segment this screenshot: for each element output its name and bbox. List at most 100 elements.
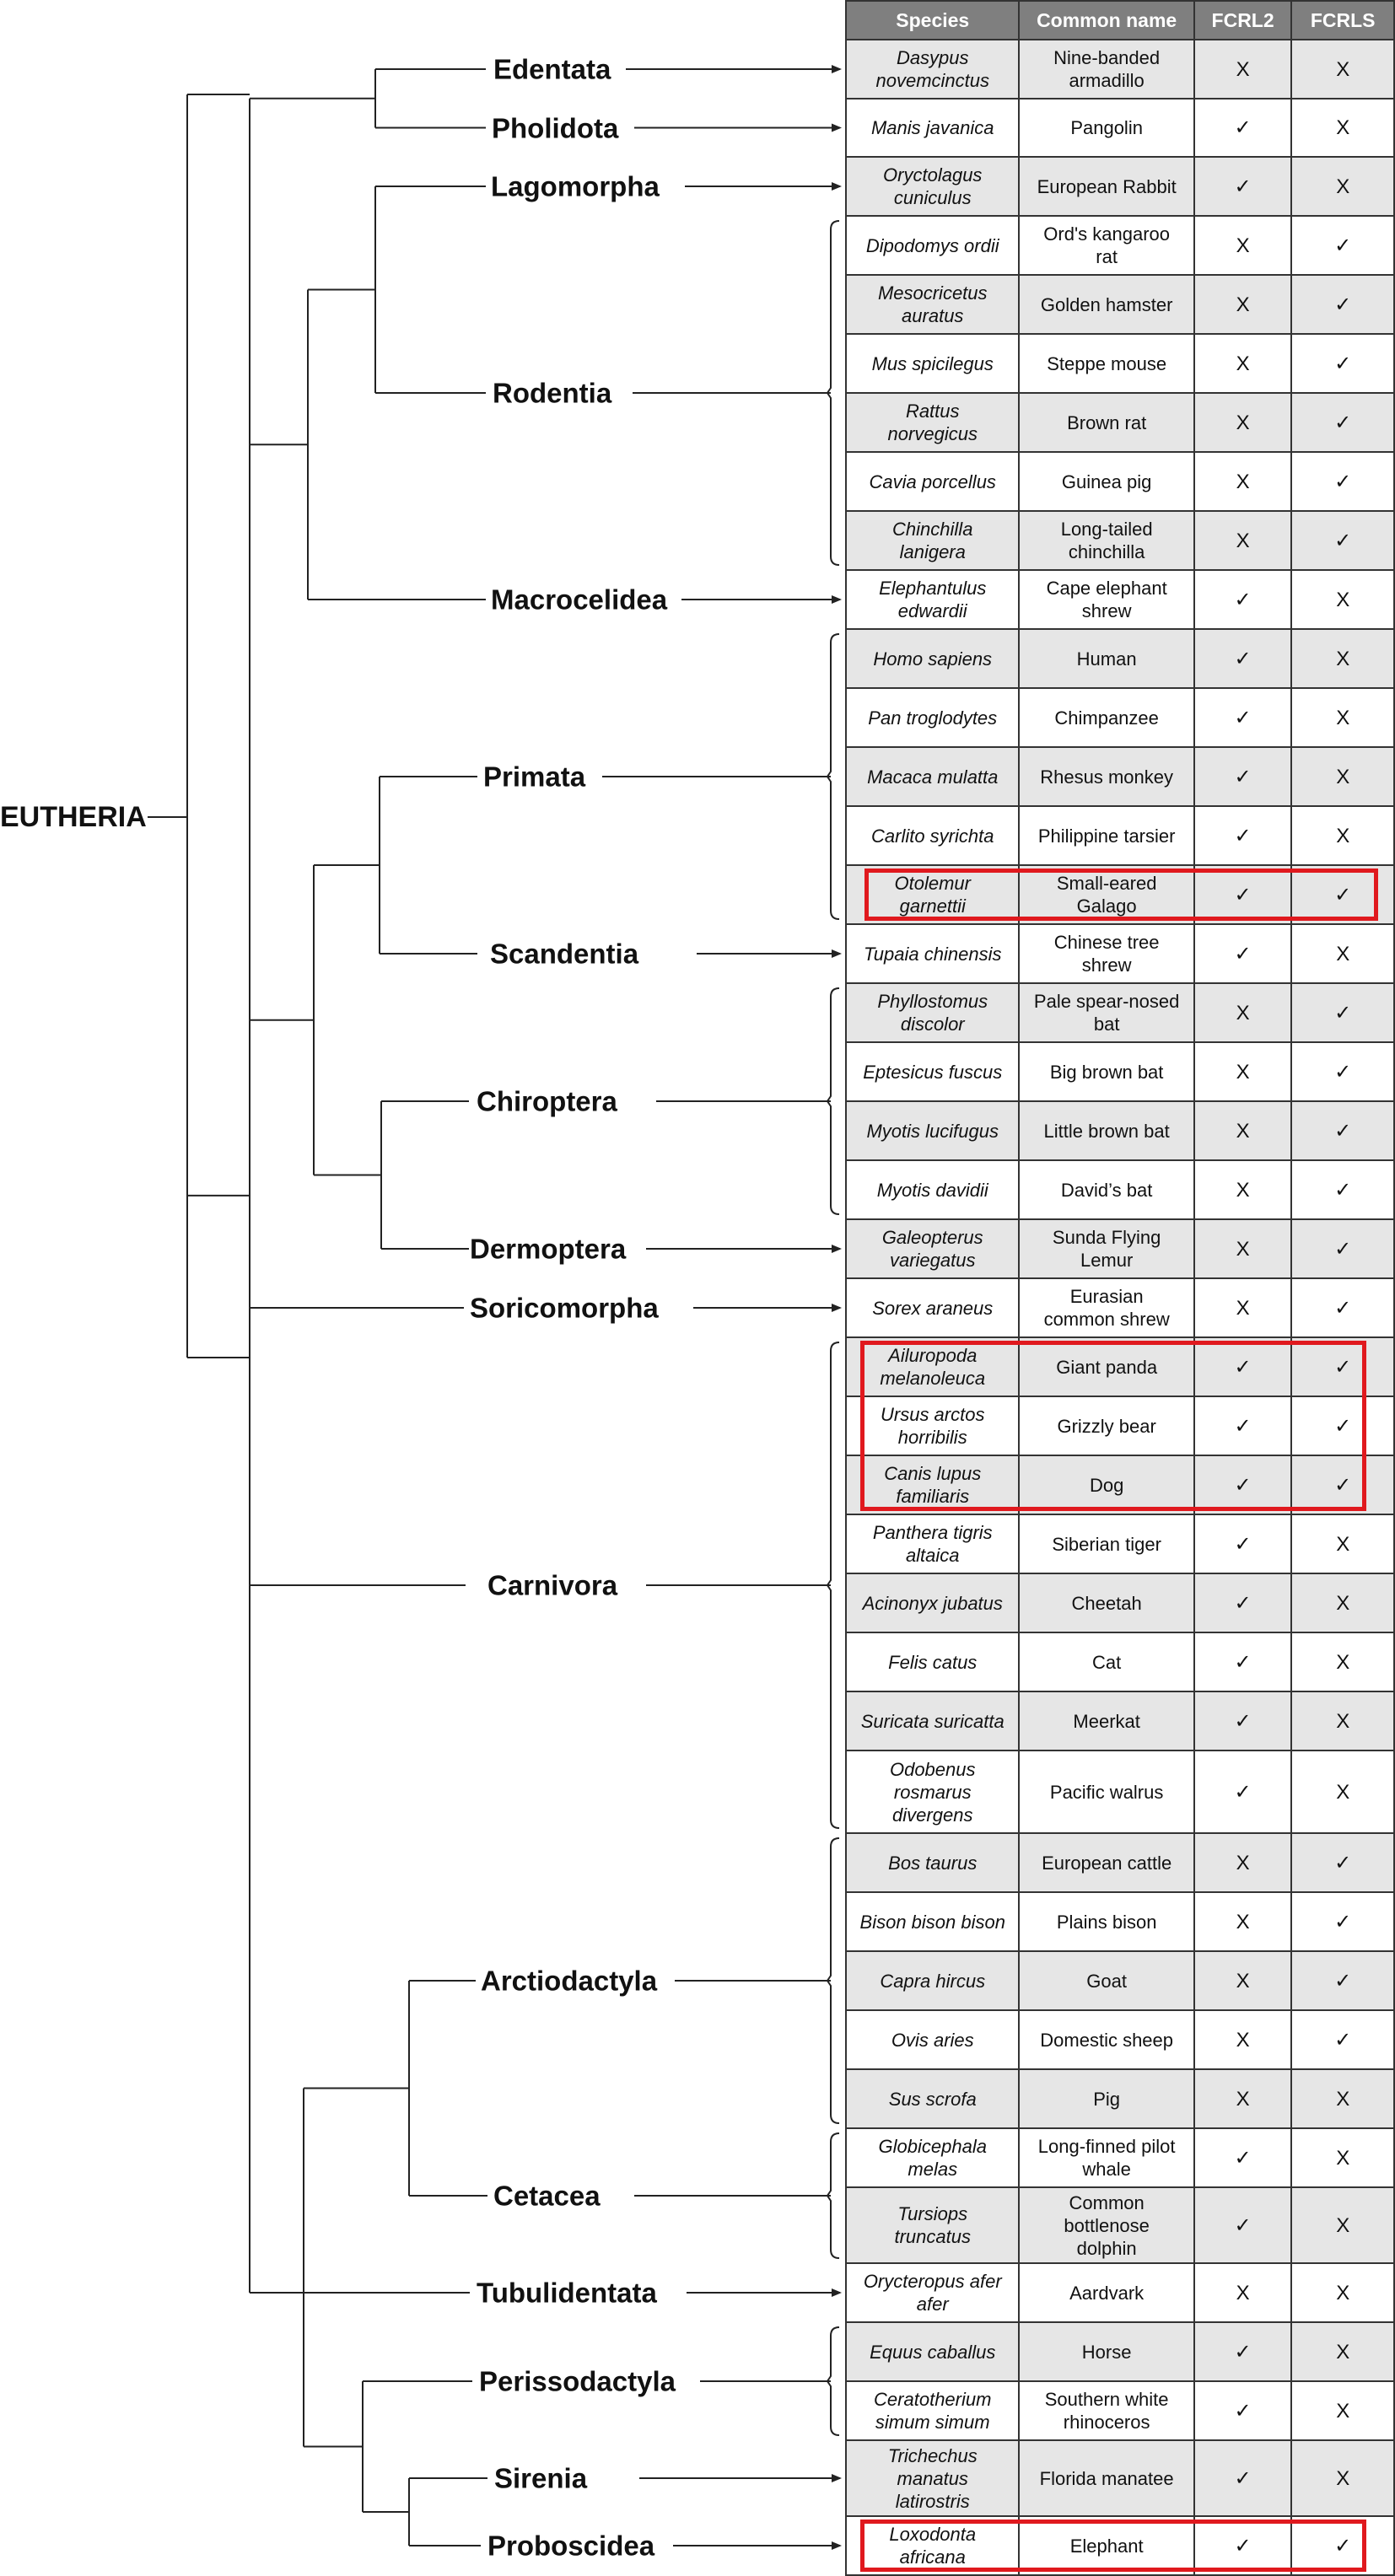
common-name-cell-line: Nine-banded [1053,47,1161,68]
fcrls-cell: X [1290,39,1395,99]
fcrls-cell: ✓ [1290,1396,1395,1456]
fcrls-cell: X [1290,2186,1395,2264]
species-cell-line: Galeopterus [881,1227,983,1248]
common-name-cell-line: Elephant [1069,2535,1144,2557]
order-label-dermoptera: Dermoptera [470,1233,627,1265]
fcrl2-cell: ✓ [1193,864,1293,925]
species-cell: Felis catus [844,1632,1021,1692]
fcrls-cell: X [1290,923,1395,984]
species-cell-line: Manis javanica [870,117,994,138]
species-cell: Mus spicilegus [844,333,1021,394]
fcrl2-cell: X [1193,392,1293,453]
fcrl2-cell: ✓ [1193,1514,1293,1574]
species-cell: Ovis aries [844,2009,1021,2070]
species-cell-line: Equus caballus [870,2341,996,2363]
common-name-cell-line: Big brown bat [1049,1061,1164,1083]
common-name-cell: Rhesus monkey [1018,746,1195,807]
common-name-cell: Chimpanzee [1018,687,1195,748]
row-bracket [826,2326,840,2436]
highlight-box [860,2520,1366,2572]
fcrls-cell: ✓ [1290,333,1395,394]
common-name-cell-line: Human [1076,648,1137,670]
species-cell-line: divergens [892,1804,973,1826]
species-cell-line: discolor [900,1014,965,1035]
common-name-cell-line: Goat [1086,1970,1127,1992]
common-name-cell-line: Cat [1092,1651,1122,1673]
common-name-cell-line: Little brown bat [1043,1120,1170,1142]
fcrl2-cell: ✓ [1193,1632,1293,1692]
common-name-cell-line: shrew [1081,600,1132,621]
species-cell-line: Myotis davidii [876,1179,988,1201]
species-cell: Macaca mulatta [844,746,1021,807]
common-name-cell: Florida manatee [1018,2439,1195,2517]
order-label-scandentia: Scandentia [490,938,639,970]
fcrl2-cell: X [1193,451,1293,512]
common-name-cell-line: Chinese tree [1053,932,1160,953]
fcrls-cell: ✓ [1290,1950,1395,2011]
fcrl2-cell: X [1193,1041,1293,1102]
arrowhead-icon [832,65,842,73]
fcrls-cell: ✓ [1290,392,1395,453]
fcrl2-cell: ✓ [1193,1336,1293,1397]
common-name-cell: Guinea pig [1018,451,1195,512]
common-name-cell-line: Aardvark [1069,2282,1145,2304]
common-name-cell: Siberian tiger [1018,1514,1195,1574]
species-cell-line: latirostris [895,2490,970,2512]
highlight-box [864,869,1378,921]
fcrls-cell: X [1290,2321,1395,2382]
common-name-cell-line: Chimpanzee [1054,707,1159,729]
common-name-cell: European Rabbit [1018,156,1195,217]
species-cell: Sus scrofa [844,2068,1021,2129]
order-label-chiroptera: Chiroptera [477,1085,617,1117]
fcrl2-cell: ✓ [1193,1573,1293,1633]
species-cell-line: Rattus [905,401,960,422]
species-cell-line: Otolemur [894,873,971,894]
species-cell-line: Ailuropoda [888,1345,978,1366]
highlight-box [860,1341,1366,1511]
fcrl2-cell: ✓ [1193,2439,1293,2517]
species-cell-line: altaica [905,1545,960,1566]
common-name-cell-line: Meerkat [1073,1710,1140,1732]
fcrl2-cell: X [1193,1832,1293,1893]
fcrl2-cell: X [1193,1277,1293,1338]
common-name-cell-line: Plains bison [1056,1911,1157,1933]
common-name-cell-line: Giant panda [1056,1356,1158,1378]
species-cell-line: Macaca mulatta [867,766,999,788]
common-name-cell: Elephant [1018,2515,1195,2576]
fcrl2-cell: ✓ [1193,2321,1293,2382]
species-cell-line: cuniculus [893,187,972,208]
common-name-cell-line: Domestic sheep [1040,2029,1174,2051]
fcrls-cell: ✓ [1290,2009,1395,2070]
common-name-cell-line: European cattle [1042,1852,1172,1874]
species-cell-line: rosmarus [893,1781,972,1803]
species-cell-line: Cavia porcellus [869,471,996,492]
species-cell: Bos taurus [844,1832,1021,1893]
fcrl2-cell: X [1193,1218,1293,1279]
common-name-cell-line: Pacific walrus [1049,1781,1164,1803]
species-cell-line: Myotis lucifugus [866,1120,999,1142]
